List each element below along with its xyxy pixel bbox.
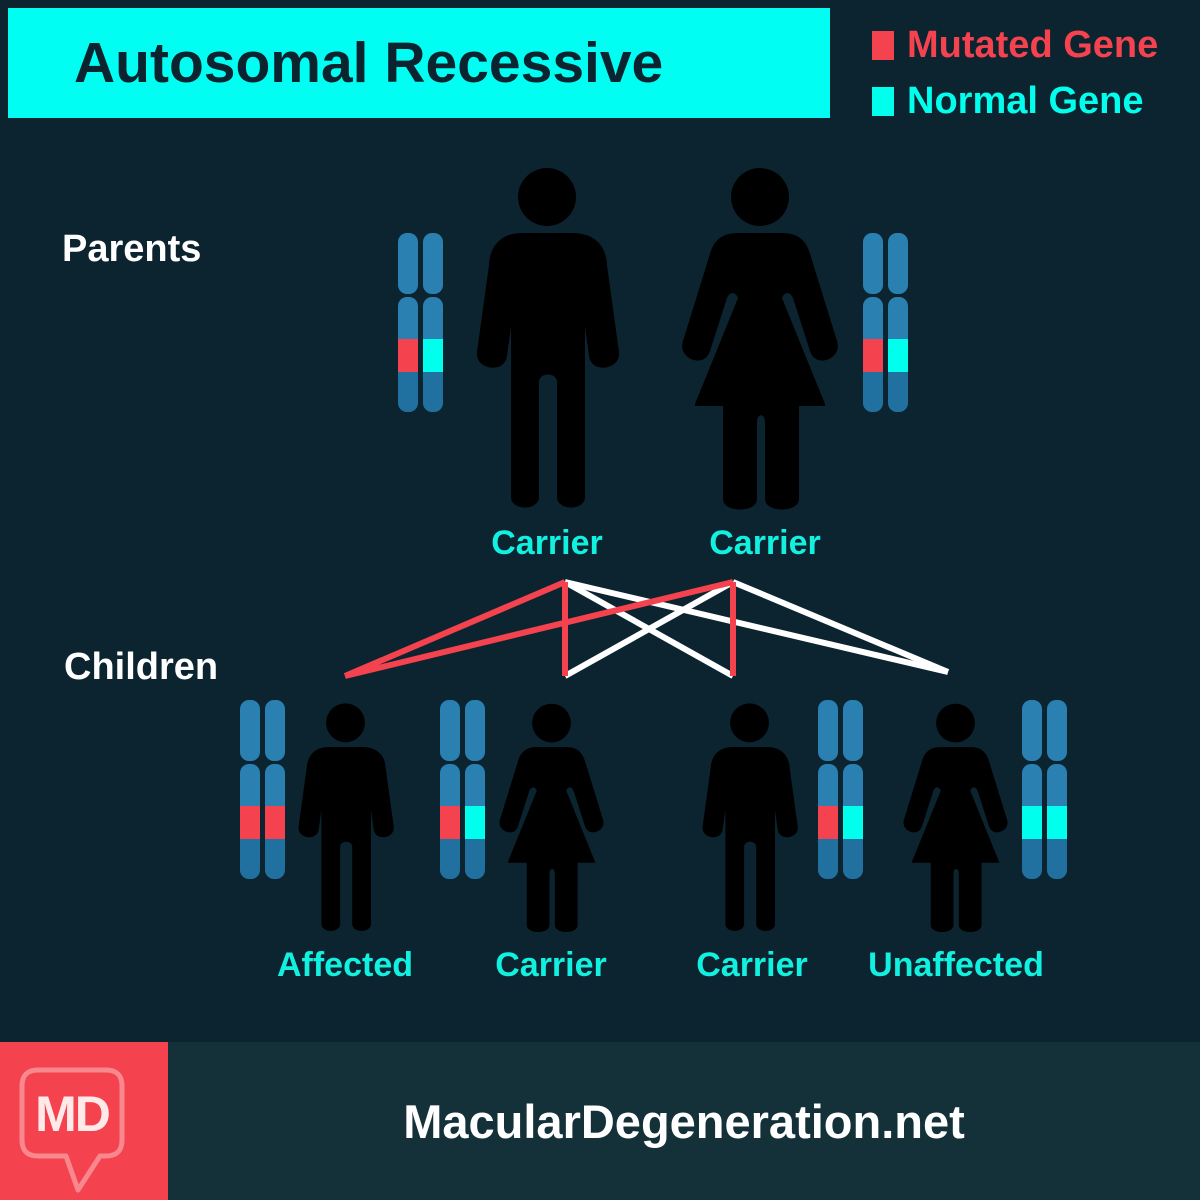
mother-status-label: Carrier <box>709 524 821 562</box>
chromosome-pair-child4 <box>1022 700 1067 879</box>
site-name: MacularDegeneration.net <box>403 1094 965 1148</box>
legend-item-mutated-gene: Mutated Gene <box>872 23 1159 66</box>
mother-figure <box>668 160 852 518</box>
inheritance-line-mother-child4-normal <box>731 579 950 675</box>
md-speech-bubble-icon: MD <box>19 1067 125 1193</box>
legend-label: Normal Gene <box>907 79 1144 122</box>
inheritance-line-father-child3-normal <box>563 579 735 679</box>
chromosome-pair-child3 <box>818 700 863 879</box>
chromatid <box>423 233 443 412</box>
gene-legend: Mutated Gene Normal Gene <box>872 23 1159 122</box>
child4-status-label: Unaffected <box>868 946 1044 984</box>
footer-banner: MD MacularDegeneration.net <box>0 1042 1200 1200</box>
chromatid <box>863 233 883 412</box>
md-logo-text: MD <box>35 1086 110 1142</box>
md-logo: MD <box>0 1042 168 1200</box>
chromatid <box>398 233 418 412</box>
inheritance-line-mother-child2-normal <box>563 579 735 679</box>
child3-status-label: Carrier <box>696 946 808 984</box>
chromatid <box>888 233 908 412</box>
chromosome-pair-child1 <box>240 700 285 879</box>
chromatid <box>465 700 485 879</box>
children-section-label: Children <box>64 646 219 688</box>
page-title: Autosomal Recessive <box>74 31 664 95</box>
mutated-gene-swatch <box>872 30 894 60</box>
normal-gene-swatch <box>872 86 894 116</box>
parents-section-label: Parents <box>62 228 202 270</box>
chromosome-pair-mother <box>863 233 908 412</box>
child1-figure <box>287 698 404 938</box>
father-figure <box>460 160 634 518</box>
chromatid <box>818 700 838 879</box>
child2-figure <box>490 698 613 938</box>
chromatid <box>240 700 260 879</box>
title-banner: Autosomal Recessive <box>8 8 830 118</box>
father-status-label: Carrier <box>491 524 603 562</box>
legend-item-normal-gene: Normal Gene <box>872 79 1158 122</box>
child4-figure <box>894 698 1017 938</box>
child3-figure <box>691 698 808 938</box>
inheritance-line-mother-child1-mutated <box>344 579 734 679</box>
inheritance-line-father-child1-mutated <box>343 579 567 679</box>
chromatid <box>440 700 460 879</box>
chromosome-pair-father <box>398 233 443 412</box>
chromatid <box>843 700 863 879</box>
child2-status-label: Carrier <box>495 946 607 984</box>
chromatid <box>1047 700 1067 879</box>
child1-status-label: Affected <box>276 946 414 984</box>
inheritance-line-father-child4-normal <box>564 579 949 675</box>
legend-label: Mutated Gene <box>907 23 1159 66</box>
chromatid <box>265 700 285 879</box>
chromosome-pair-child2 <box>440 700 485 879</box>
chromatid <box>1022 700 1042 879</box>
